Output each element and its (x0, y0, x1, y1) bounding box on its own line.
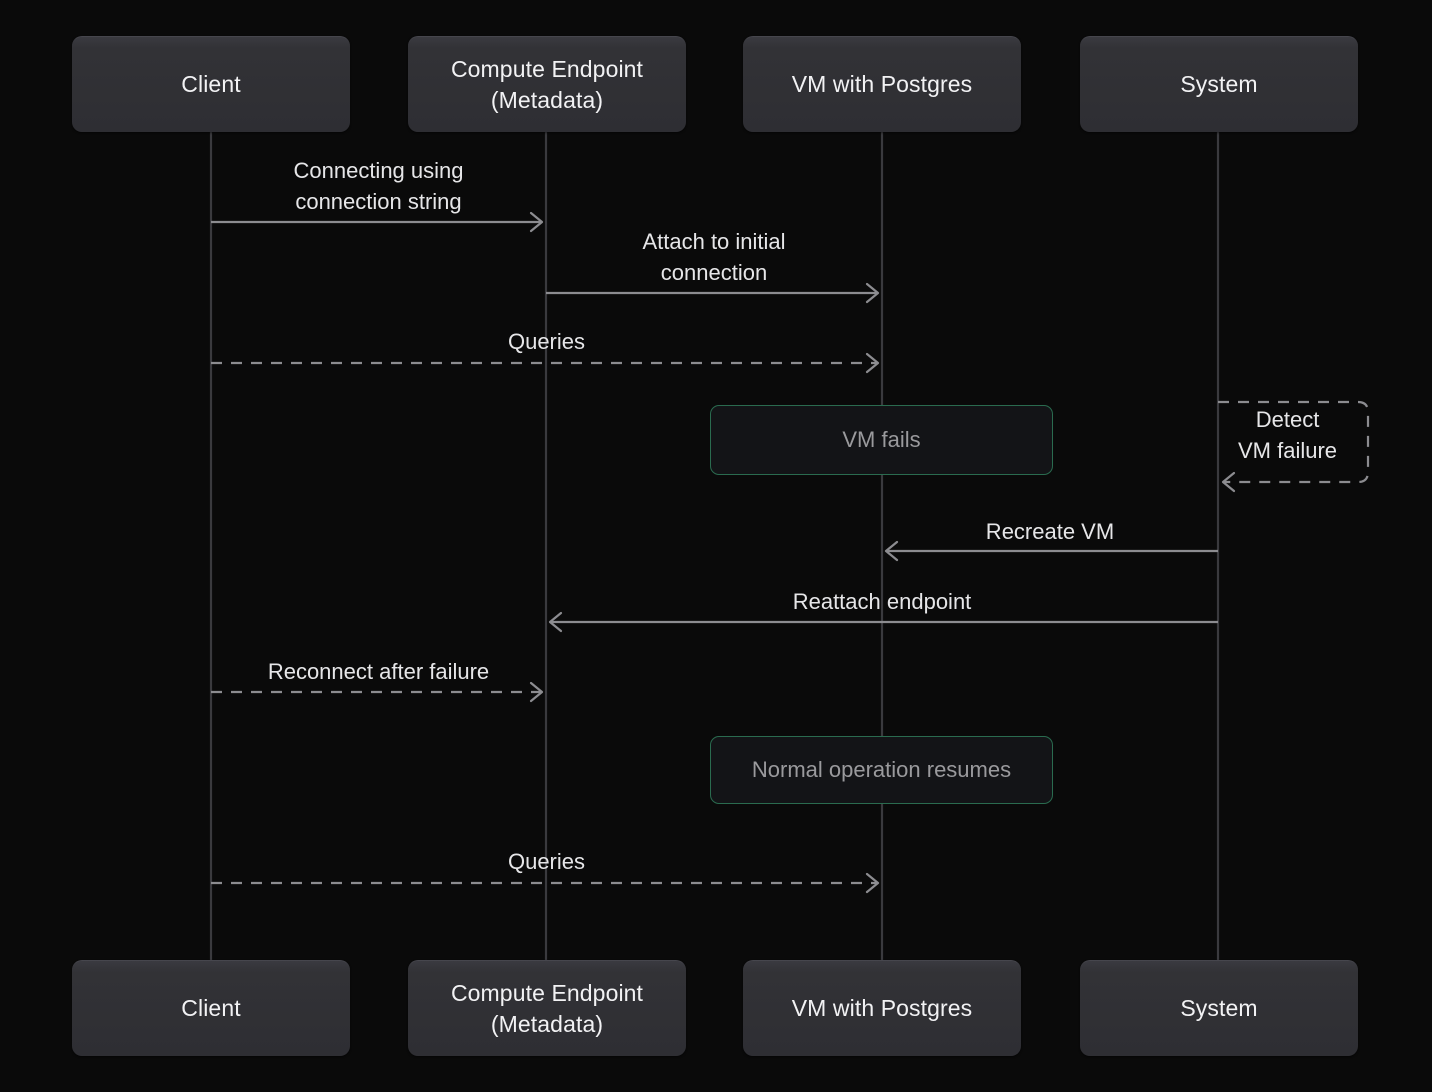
participant-bottom-vm[interactable]: VM with Postgres (743, 960, 1021, 1056)
self-message-path-s1 (1218, 400, 1370, 484)
participant-label: Compute Endpoint (Metadata) (450, 979, 644, 1037)
message-arrowhead-m5 (548, 611, 563, 633)
note-label: Normal operation resumes (751, 757, 1012, 782)
participant-label: System (1180, 71, 1258, 97)
lifelines-layer (209, 132, 1220, 960)
note-label: VM fails (842, 427, 921, 452)
participant-bottom-endpoint[interactable]: Compute Endpoint (Metadata) (408, 960, 686, 1056)
participant-label: Compute Endpoint (Metadata) (450, 55, 644, 113)
self-message-label-s1: Detect VM failure (1238, 407, 1338, 463)
note-n2: Normal operation resumes (710, 736, 1053, 804)
message-arrowhead-m3 (865, 352, 880, 374)
participant-top-endpoint[interactable]: Compute Endpoint (Metadata) (408, 36, 686, 132)
participant-label: System (1180, 995, 1258, 1021)
participant-label: VM with Postgres (791, 995, 973, 1021)
self-message-arrowhead-s1 (1221, 471, 1236, 493)
participant-bottom-client[interactable]: Client (72, 960, 350, 1056)
participant-bottom-system[interactable]: System (1080, 960, 1358, 1056)
messages-layer (211, 211, 1218, 894)
participant-top-client[interactable]: Client (72, 36, 350, 132)
message-arrowhead-m1 (529, 211, 544, 233)
message-arrowhead-m7 (865, 872, 880, 894)
message-arrowhead-m6 (529, 681, 544, 703)
message-arrowhead-m4 (884, 540, 899, 562)
note-n1: VM fails (710, 405, 1053, 475)
self-messages-layer (1218, 400, 1370, 493)
message-arrowhead-m2 (865, 282, 880, 304)
participant-label: Client (181, 995, 241, 1021)
participant-label: VM with Postgres (791, 71, 973, 97)
participant-top-vm[interactable]: VM with Postgres (743, 36, 1021, 132)
participant-top-system[interactable]: System (1080, 36, 1358, 132)
participant-label: Client (181, 71, 241, 97)
